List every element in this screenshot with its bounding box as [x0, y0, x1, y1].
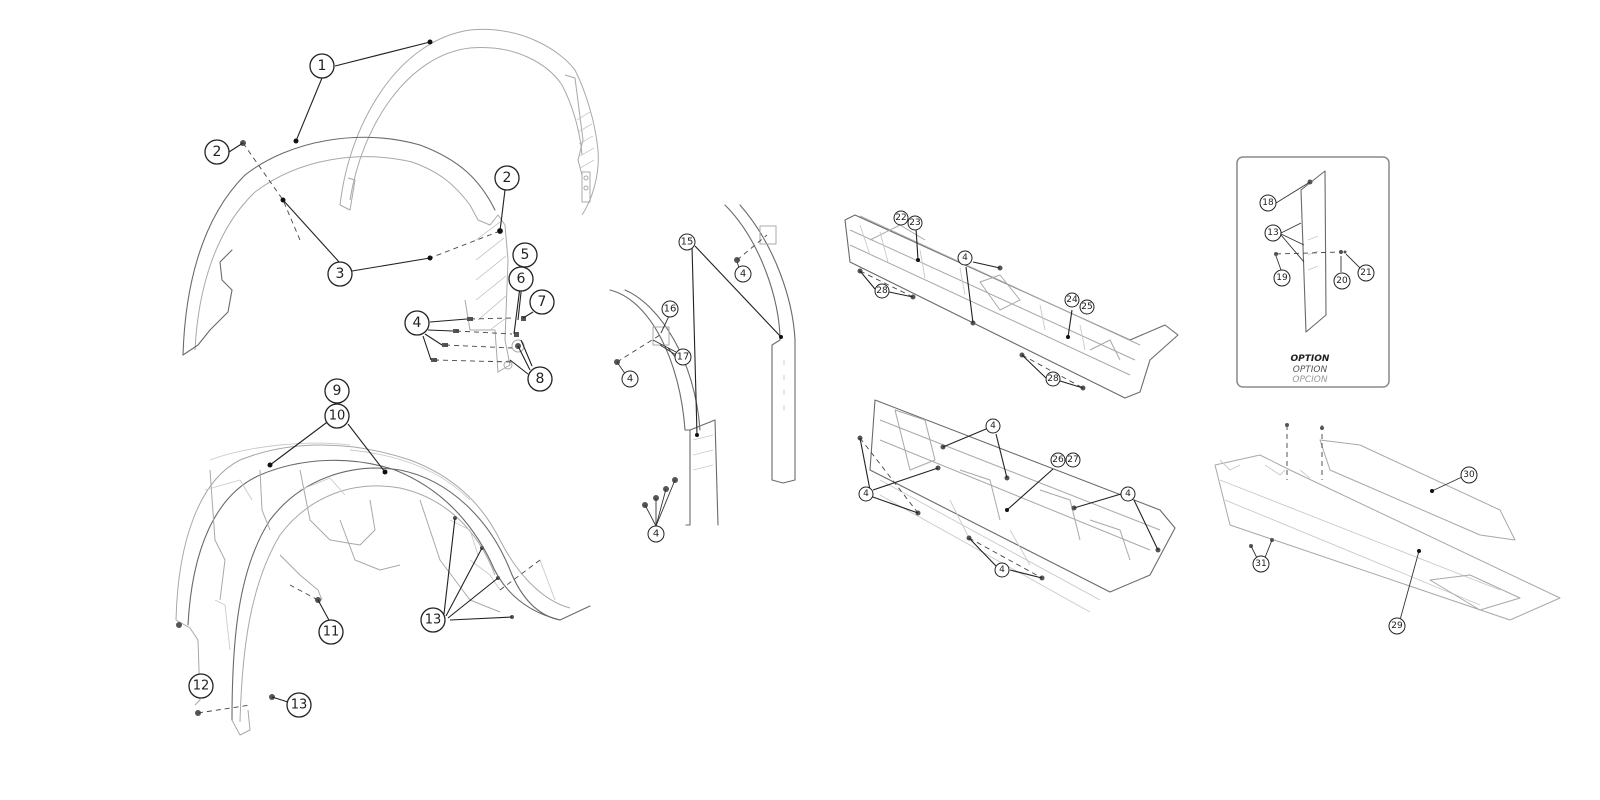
svg-text:4: 4 [740, 269, 746, 280]
svg-text:13: 13 [291, 698, 308, 713]
callout-4: 4 [621, 370, 639, 388]
callout-18: 18 [1259, 194, 1277, 212]
callout-24: 24 [1064, 292, 1080, 308]
svg-text:29: 29 [1391, 621, 1403, 631]
callout-31: 31 [1252, 555, 1270, 573]
callout-9: 9 [324, 378, 350, 404]
svg-text:16: 16 [664, 304, 677, 315]
svg-text:5: 5 [521, 247, 530, 263]
option-label-2: OPTION [1293, 365, 1328, 375]
callout-17: 17 [674, 348, 692, 366]
callout-13: 13 [1264, 224, 1282, 242]
callout-4: 4 [994, 562, 1010, 578]
callout-11: 11 [318, 619, 344, 645]
callout-4: 4 [404, 310, 430, 336]
callout-10: 10 [324, 403, 350, 429]
svg-text:20: 20 [1336, 276, 1348, 286]
svg-text:1: 1 [318, 58, 327, 74]
callout-1: 1 [309, 53, 335, 79]
svg-text:4: 4 [863, 489, 869, 499]
callout-2: 2 [204, 139, 230, 165]
svg-text:26: 26 [1052, 455, 1064, 465]
svg-text:2: 2 [213, 144, 222, 160]
svg-text:24: 24 [1066, 295, 1078, 305]
svg-text:9: 9 [333, 383, 342, 399]
svg-text:19: 19 [1276, 273, 1288, 283]
svg-text:13: 13 [425, 613, 442, 628]
callout-23: 23 [907, 215, 923, 231]
callout-8: 8 [527, 366, 553, 392]
callout-15: 15 [678, 233, 696, 251]
callout-21: 21 [1357, 264, 1375, 282]
callout-4: 4 [985, 418, 1001, 434]
option-label-1: OPTION [1291, 354, 1330, 364]
callout-27: 27 [1065, 452, 1081, 468]
svg-text:17: 17 [677, 352, 690, 363]
mudflap-group [609, 204, 796, 527]
svg-text:18: 18 [1262, 198, 1274, 208]
side-step-rail-group [844, 214, 1179, 399]
option-box: OPTION OPTION OPCION [1236, 156, 1390, 388]
svg-text:4: 4 [627, 374, 633, 385]
callout-13: 13 [286, 692, 312, 718]
callout-28: 28 [874, 283, 890, 299]
option-label-3: OPCION [1292, 375, 1328, 385]
callout-6: 6 [508, 266, 534, 292]
callout-29: 29 [1388, 617, 1406, 635]
running-board-group [857, 399, 1176, 613]
svg-text:11: 11 [323, 625, 340, 640]
callout-28: 28 [1045, 371, 1061, 387]
svg-text:28: 28 [876, 286, 888, 296]
svg-text:15: 15 [681, 237, 694, 248]
svg-text:30: 30 [1463, 470, 1475, 480]
svg-text:21: 21 [1360, 268, 1371, 278]
svg-text:2: 2 [503, 170, 512, 186]
callout-4: 4 [1120, 486, 1136, 502]
callout-22: 22 [893, 210, 909, 226]
svg-text:31: 31 [1255, 559, 1266, 569]
svg-text:7: 7 [538, 294, 547, 310]
callout-4: 4 [858, 486, 874, 502]
svg-text:4: 4 [962, 253, 968, 263]
protection-plate-group [1214, 423, 1561, 621]
svg-text:22: 22 [895, 213, 906, 223]
svg-text:6: 6 [517, 271, 526, 287]
svg-text:4: 4 [653, 529, 659, 540]
callout-16: 16 [661, 300, 679, 318]
callout-4: 4 [957, 250, 973, 266]
callout-5: 5 [512, 242, 538, 268]
callout-12: 12 [188, 673, 214, 699]
svg-text:4: 4 [413, 315, 422, 331]
svg-text:3: 3 [336, 266, 345, 282]
svg-text:4: 4 [999, 565, 1005, 575]
svg-text:25: 25 [1081, 302, 1092, 312]
svg-text:27: 27 [1067, 455, 1078, 465]
callout-3: 3 [327, 261, 353, 287]
svg-text:23: 23 [909, 218, 920, 228]
callout-25: 25 [1079, 299, 1095, 315]
svg-text:10: 10 [329, 409, 346, 424]
callout-7: 7 [529, 289, 555, 315]
svg-text:4: 4 [990, 421, 996, 431]
callout-30: 30 [1460, 466, 1478, 484]
fender-liner-plain-group [182, 28, 599, 375]
callout-4: 4 [734, 265, 752, 283]
callout-26: 26 [1050, 452, 1066, 468]
svg-text:28: 28 [1047, 374, 1059, 384]
fender-liner-insulated-group [175, 419, 591, 736]
svg-text:12: 12 [193, 679, 210, 694]
callout-20: 20 [1333, 272, 1351, 290]
callout-2: 2 [494, 165, 520, 191]
callout-19: 19 [1273, 269, 1291, 287]
callout-4: 4 [647, 525, 665, 543]
callout-13: 13 [420, 607, 446, 633]
svg-text:8: 8 [536, 371, 545, 387]
svg-text:13: 13 [1267, 228, 1278, 238]
callouts: 1 2 2 3 4 5 6 7 8 9 10 11 12 13 13 15 16… [188, 53, 1478, 718]
svg-text:4: 4 [1125, 489, 1131, 499]
